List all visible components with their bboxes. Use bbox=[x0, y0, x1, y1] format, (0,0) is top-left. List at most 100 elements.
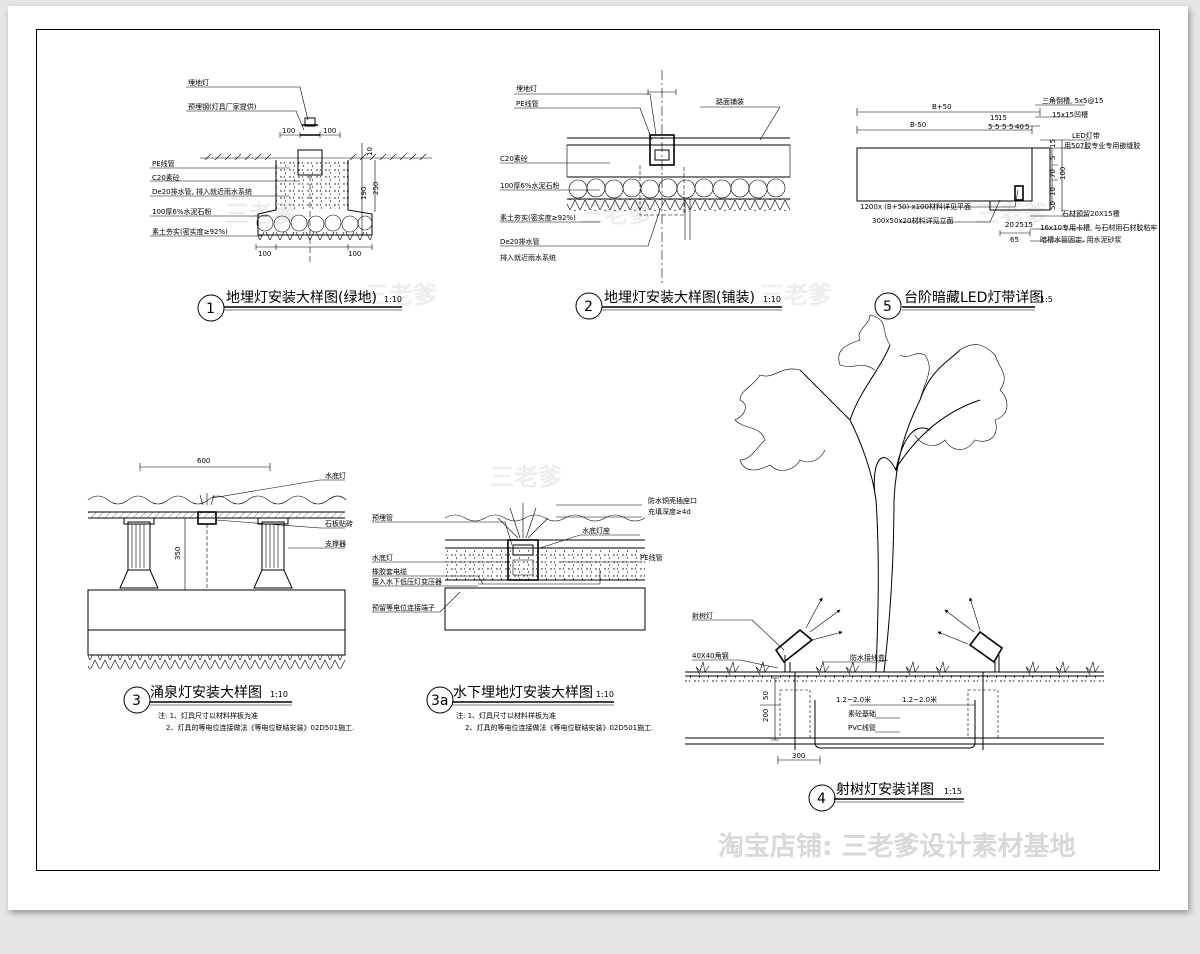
detail-4-number: 4 bbox=[817, 791, 826, 807]
d5-dim: 5 bbox=[995, 123, 999, 131]
shop-watermark: 淘宝店铺: 三老爹设计素材基地 bbox=[718, 831, 1075, 862]
d3-label-2: 支撑器 bbox=[325, 539, 346, 548]
detail-2-number: 2 bbox=[584, 299, 593, 315]
d3-note-1: 2、灯具的等电位连接做法《等电位联结安装》02D501施工. bbox=[166, 723, 354, 732]
d2-label-4: 素土夯实(密实度≥92%) bbox=[500, 213, 576, 222]
detail-5-scale: 1:5 bbox=[1040, 295, 1053, 304]
d4-dim-2: 300 bbox=[792, 752, 805, 760]
watermark: 三老爹 bbox=[760, 281, 833, 309]
watermark: 三老爹 bbox=[580, 200, 653, 228]
d3a-label-2: 预埋管 bbox=[372, 513, 393, 522]
d4-dim-0: 200 bbox=[762, 709, 770, 722]
detail-5-title: 台阶暗藏LED灯带详图 bbox=[904, 290, 1043, 306]
d3-label-1: 石板贴砖 bbox=[325, 519, 353, 528]
detail-3a-drawing bbox=[372, 503, 646, 631]
detail-3-number: 3 bbox=[132, 693, 141, 709]
detail-1-title: 地埋灯安装大样图(绿地) bbox=[226, 290, 377, 306]
d5-label-5: 用507胶专业专用嵌缝胶 bbox=[1064, 141, 1140, 150]
right-spotlight-icon bbox=[937, 597, 1004, 672]
d5-dim: 5 bbox=[1025, 123, 1029, 131]
d3a-label-1: 充填深度≥4d bbox=[648, 507, 691, 516]
d1-label-4: De20排水管, 排入就近雨水系统 bbox=[152, 187, 252, 196]
d5-dim: 5 bbox=[1002, 123, 1006, 131]
d1-dim-5: 190 bbox=[360, 187, 368, 200]
d4-label-2: 防水接线盒 bbox=[850, 653, 885, 662]
d5-label-9: 16x10专用卡槽, 与石材用石材胶粘牢 bbox=[1040, 223, 1157, 232]
watermark: 三老爹 bbox=[225, 200, 298, 228]
d5-dims: 15 15 5 5 5 5 40 5 15 5 70 100 20 25 15 … bbox=[988, 114, 1067, 244]
detail-1-number: 1 bbox=[206, 301, 215, 317]
watermark: 三老爹 bbox=[975, 200, 1048, 228]
d5-label-3: 15x15凹槽 bbox=[1052, 110, 1088, 119]
d5-dim: 15 bbox=[1024, 221, 1033, 229]
detail-3a-number: 3a bbox=[431, 693, 449, 709]
d5-label-2: 三角倒槽, 5x5@15 bbox=[1042, 96, 1103, 105]
detail-2-number-circle bbox=[575, 292, 603, 320]
d4-label-3: 1.2~2.0米 bbox=[836, 695, 871, 704]
d3a-note-1: 2、灯具的等电位连接做法《等电位联结安装》02D501施工. bbox=[465, 723, 653, 732]
d4-label-6: PVC线管 bbox=[848, 723, 876, 732]
d1-dim-6: 10 bbox=[366, 147, 374, 156]
d3a-label-6: 接入水下低压灯变压器 bbox=[372, 577, 442, 586]
d3a-note-0: 注: 1、灯具尺寸以材料样板为准 bbox=[456, 711, 556, 720]
detail-5-drawing bbox=[856, 104, 1090, 242]
detail-3-scale: 1:10 bbox=[270, 690, 288, 699]
d4-dim-1: 50 bbox=[762, 691, 770, 700]
d4-label-0: 射树灯 bbox=[692, 611, 713, 620]
d1-dim-2: 100 bbox=[258, 250, 271, 258]
detail-5-number-circle bbox=[874, 292, 902, 320]
detail-3-drawing bbox=[87, 463, 347, 669]
drawing-sheet bbox=[8, 6, 1188, 910]
d5-dim: 15 bbox=[990, 114, 999, 122]
d1-label-5: 100厚6%水泥石粉 bbox=[152, 207, 211, 216]
d5-dim: 70 bbox=[1049, 169, 1057, 178]
detail-4-scale: 1:15 bbox=[944, 787, 962, 796]
d1-dim-1: 100 bbox=[323, 127, 336, 135]
d1-dim-4: 250 bbox=[372, 182, 380, 195]
detail-3a-title: 水下埋地灯安装大样图 bbox=[453, 685, 593, 701]
d1-label-6: 素土夯实(密实度≥92%) bbox=[152, 227, 228, 236]
detail-4-drawing bbox=[685, 314, 1104, 764]
d1-dim-0: 100 bbox=[282, 127, 295, 135]
d3a-label-4: 水底灯 bbox=[372, 553, 393, 562]
d5-label-0: B+50 bbox=[932, 103, 952, 111]
detail-3-title: 涌泉灯安装大样图 bbox=[150, 684, 262, 701]
d4-label-4: 1.2~2.0米 bbox=[902, 695, 937, 704]
d5-label-1: B-50 bbox=[910, 121, 926, 129]
d5-dim: 5 bbox=[988, 123, 992, 131]
detail-3a-number-circle bbox=[426, 686, 454, 714]
detail-2-drawing bbox=[500, 70, 791, 285]
d2-label-5: De20排水管 bbox=[500, 237, 540, 246]
d5-label-7: 300x50x20材料详见立面 bbox=[872, 216, 953, 225]
detail-1-drawing bbox=[150, 86, 432, 262]
d2-label-3: 100厚6%水泥石粉 bbox=[500, 181, 559, 190]
d2-label-7: 路面铺装 bbox=[716, 97, 744, 106]
d1-dim-3: 100 bbox=[348, 250, 361, 258]
d3a-label-5: 橡胶套电缆 bbox=[372, 567, 407, 576]
drawing-frame bbox=[36, 29, 1160, 871]
d3-note-0: 注: 1、灯具尺寸以材料样板为准 bbox=[158, 711, 258, 720]
d5-label-4: LED灯带 bbox=[1072, 131, 1100, 140]
detail-2-scale: 1:10 bbox=[763, 295, 781, 304]
d2-label-1: PE线管 bbox=[516, 99, 539, 108]
d3-label-0: 水底灯 bbox=[325, 471, 346, 480]
detail-4-number-circle bbox=[808, 784, 836, 812]
detail-5-number: 5 bbox=[883, 299, 892, 315]
d3a-label-7: PE线管 bbox=[640, 553, 663, 562]
d5-dim: 40 bbox=[1015, 123, 1024, 131]
d5-label-6: 1200x (B+50) x100材料详见平面 bbox=[860, 202, 971, 211]
d5-dim: 65 bbox=[1010, 236, 1019, 244]
d5-dim: 25 bbox=[1015, 221, 1024, 229]
detail-1-number-circle bbox=[197, 294, 225, 322]
d5-dim: 100 bbox=[1059, 167, 1067, 180]
d1-label-3: C20素砼 bbox=[152, 173, 180, 182]
d3a-label-3: 水底灯座 bbox=[582, 526, 610, 535]
left-spotlight-icon bbox=[774, 597, 843, 672]
d2-label-6: 排入就近雨水系统 bbox=[500, 253, 556, 262]
watermark: 三老爹 bbox=[365, 281, 438, 309]
d5-dim: 15 bbox=[998, 114, 1007, 122]
d5-dim: 20 bbox=[1005, 221, 1014, 229]
d5-label-10: 暗槽水管固定, 用水泥砂浆 bbox=[1040, 235, 1121, 244]
detail-3a-scale: 1:10 bbox=[596, 690, 614, 699]
